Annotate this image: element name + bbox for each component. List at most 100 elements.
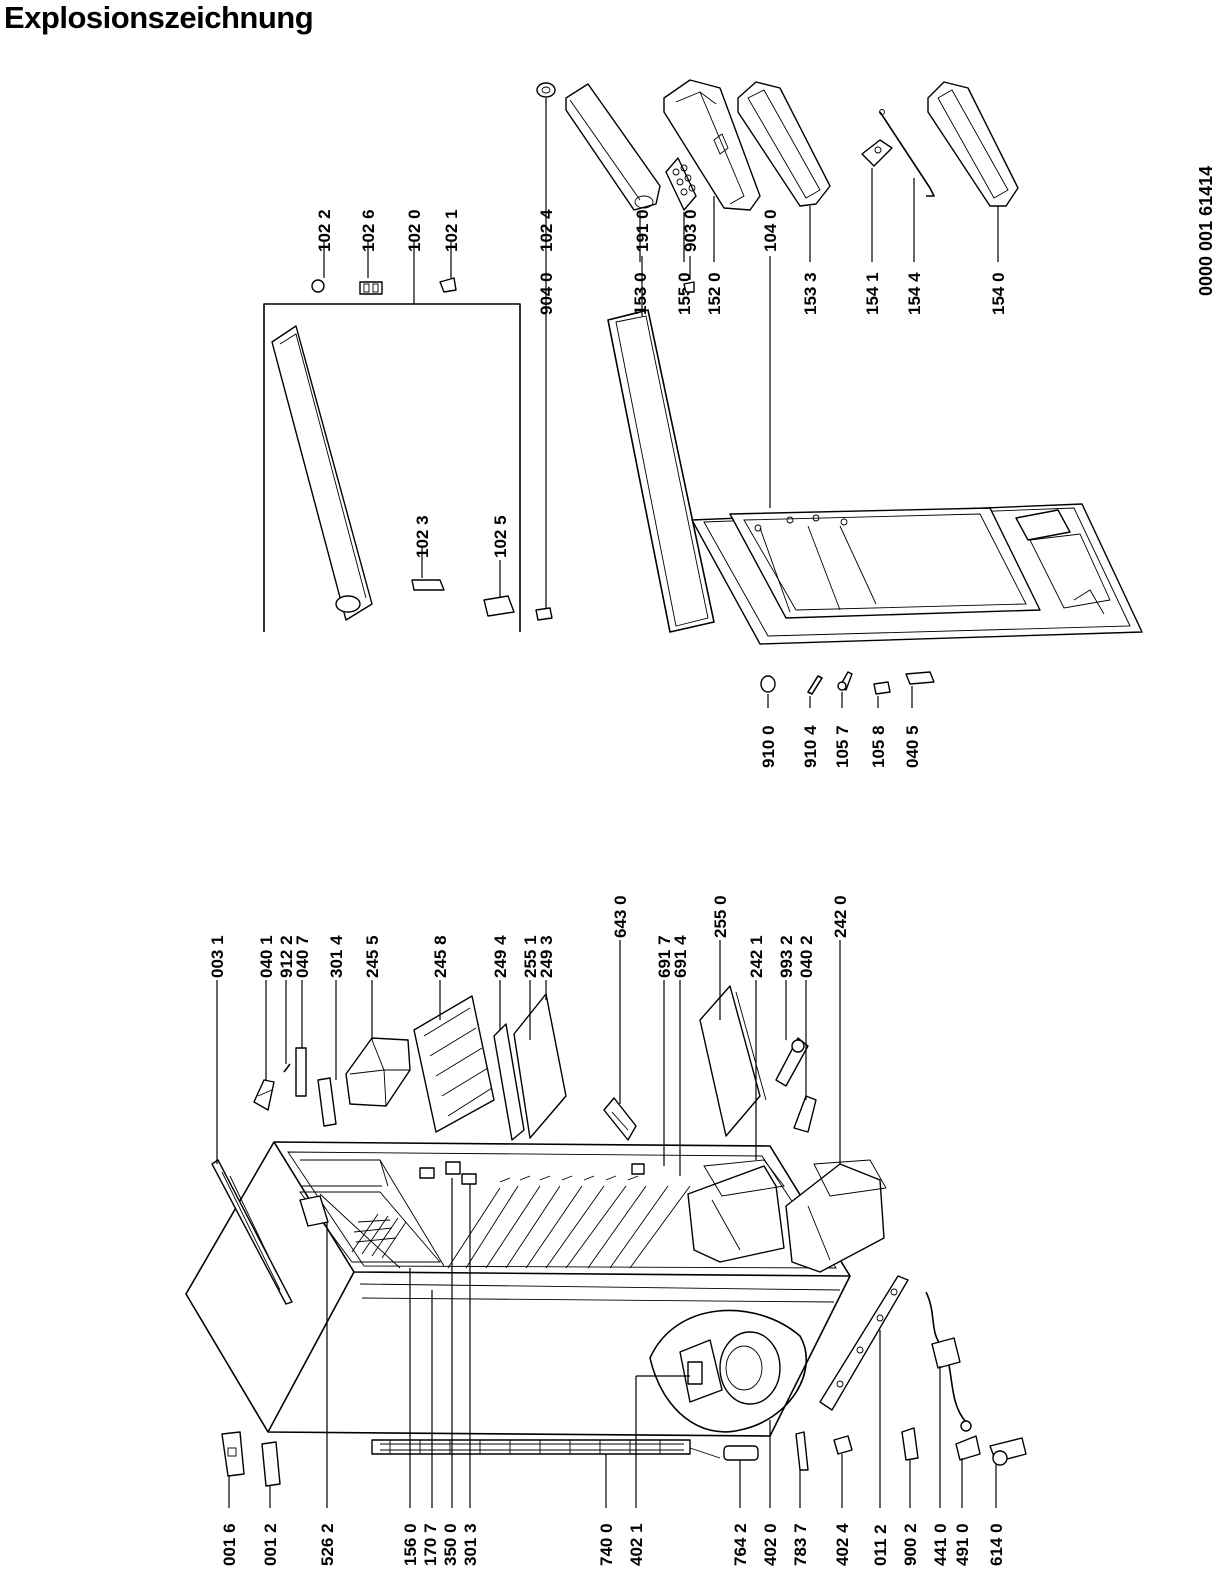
label-102-6: 102 6 — [359, 209, 378, 252]
label-900-2: 900 2 — [901, 1523, 920, 1566]
label-102-2: 102 2 — [315, 209, 334, 252]
part-102-5 — [483, 560, 515, 617]
part-040-2 — [793, 1095, 817, 1133]
part-993-2 — [775, 1037, 809, 1087]
part-900-2 — [901, 1427, 919, 1461]
part-912-2 — [283, 1063, 291, 1073]
label-764-2: 764 2 — [731, 1523, 750, 1566]
part-154-0 — [927, 81, 1019, 262]
label-526-2: 526 2 — [318, 1523, 337, 1566]
part-255-1-glass — [513, 993, 567, 1139]
label-910-4: 910 4 — [801, 725, 820, 768]
label-993-2: 993 2 — [777, 935, 796, 978]
label-301-4: 301 4 — [327, 935, 346, 978]
part-001-2 — [261, 1441, 281, 1487]
label-040-7: 040 7 — [293, 935, 312, 978]
part-402-4 — [833, 1435, 853, 1455]
label-154-4: 154 4 — [905, 272, 924, 315]
part-301-4 — [317, 1077, 337, 1127]
label-614-0: 614 0 — [987, 1523, 1006, 1566]
door-assembly-group — [263, 242, 1143, 708]
part-104-0-door — [691, 503, 1143, 645]
part-154-1 — [861, 139, 893, 262]
cabinet-body — [185, 1141, 909, 1437]
part-764-2 — [723, 1445, 759, 1461]
label-441-0: 441 0 — [931, 1523, 950, 1566]
part-102-2 — [311, 279, 325, 293]
label-783-7: 783 7 — [791, 1523, 810, 1566]
label-153-3: 153 3 — [801, 272, 820, 315]
label-104-0: 104 0 — [761, 209, 780, 252]
label-155-0: 155 0 — [675, 272, 694, 315]
label-402-4: 402 4 — [833, 1523, 852, 1566]
label-242-1: 242 1 — [747, 935, 766, 978]
part-904-0 — [536, 82, 556, 262]
part-249-4 — [493, 1023, 525, 1141]
cabinet-labels-bottom: 001 6 001 2 526 2 156 0 170 7 350 0 301 … — [220, 1523, 1006, 1566]
cabinet-labels-top: 003 1 040 1 912 2 040 7 301 4 245 5 245 … — [208, 895, 850, 978]
door-accessories-group — [536, 79, 1019, 262]
label-249-3: 249 3 — [537, 935, 556, 978]
part-003-1 — [211, 1159, 293, 1305]
part-441-0-cable — [925, 1291, 972, 1432]
doc-number: 0000 001 61414 — [1196, 166, 1216, 296]
part-102-6 — [359, 281, 383, 295]
door-accessory-labels: 904 0 153 0 155 0 152 0 153 3 154 1 154 … — [537, 272, 1008, 315]
part-102-4 — [535, 607, 553, 621]
part-102-1 — [439, 277, 457, 293]
label-040-1: 040 1 — [257, 935, 276, 978]
label-011-2: 011 2 — [871, 1524, 890, 1566]
label-491-0: 491 0 — [953, 1523, 972, 1566]
part-154-4 — [879, 109, 935, 262]
label-245-8: 245 8 — [431, 935, 450, 978]
part-152-0 — [663, 79, 761, 262]
label-903-0: 903 0 — [681, 209, 700, 252]
label-001-2: 001 2 — [261, 1523, 280, 1566]
label-170-7: 170 7 — [421, 1523, 440, 1566]
label-156-0: 156 0 — [401, 1523, 420, 1566]
part-105-8 — [873, 681, 891, 708]
part-910-0 — [760, 675, 776, 708]
label-154-0: 154 0 — [989, 272, 1008, 315]
label-040-5: 040 5 — [903, 725, 922, 768]
label-301-3: 301 3 — [461, 1523, 480, 1566]
label-001-6: 001 6 — [220, 1523, 239, 1566]
part-040-1 — [253, 1079, 275, 1111]
label-350-0: 350 0 — [441, 1523, 460, 1566]
part-153-0 — [565, 83, 661, 262]
label-040-2: 040 2 — [797, 935, 816, 978]
label-003-1: 003 1 — [208, 935, 227, 978]
label-102-4: 102 4 — [537, 209, 556, 252]
label-245-5: 245 5 — [363, 935, 382, 978]
label-102-1: 102 1 — [442, 209, 461, 252]
page-title: Explosionszeichnung — [4, 0, 314, 35]
part-102-0-frame — [263, 303, 521, 632]
label-102-5: 102 5 — [491, 515, 510, 558]
freezer-door-panel — [271, 325, 373, 621]
part-001-6 — [221, 1431, 245, 1477]
part-491-0 — [955, 1435, 981, 1461]
label-102-0: 102 0 — [405, 209, 424, 252]
part-910-4 — [807, 675, 823, 708]
label-153-0: 153 0 — [631, 272, 650, 315]
part-191-0 — [607, 309, 715, 633]
part-740-0 — [371, 1439, 721, 1459]
part-614-0 — [989, 1437, 1027, 1466]
label-402-0: 402 0 — [761, 1523, 780, 1566]
label-910-0: 910 0 — [759, 725, 778, 768]
label-105-8: 105 8 — [869, 725, 888, 768]
door-assembly-labels: 102 2 102 6 102 0 102 1 102 3 102 5 102 … — [315, 209, 922, 768]
label-154-1: 154 1 — [863, 272, 882, 315]
label-242-0: 242 0 — [831, 895, 850, 938]
label-105-7: 105 7 — [833, 725, 852, 768]
part-040-5 — [905, 671, 935, 708]
part-105-7 — [837, 671, 853, 708]
part-643-0 — [603, 1097, 637, 1141]
cabinet-group — [185, 985, 1027, 1487]
part-245-5 — [345, 1037, 411, 1107]
label-691-7: 691 7 — [655, 935, 674, 978]
part-155-0 — [665, 157, 697, 262]
part-040-7 — [295, 1047, 307, 1097]
label-402-1: 402 1 — [627, 1523, 646, 1566]
